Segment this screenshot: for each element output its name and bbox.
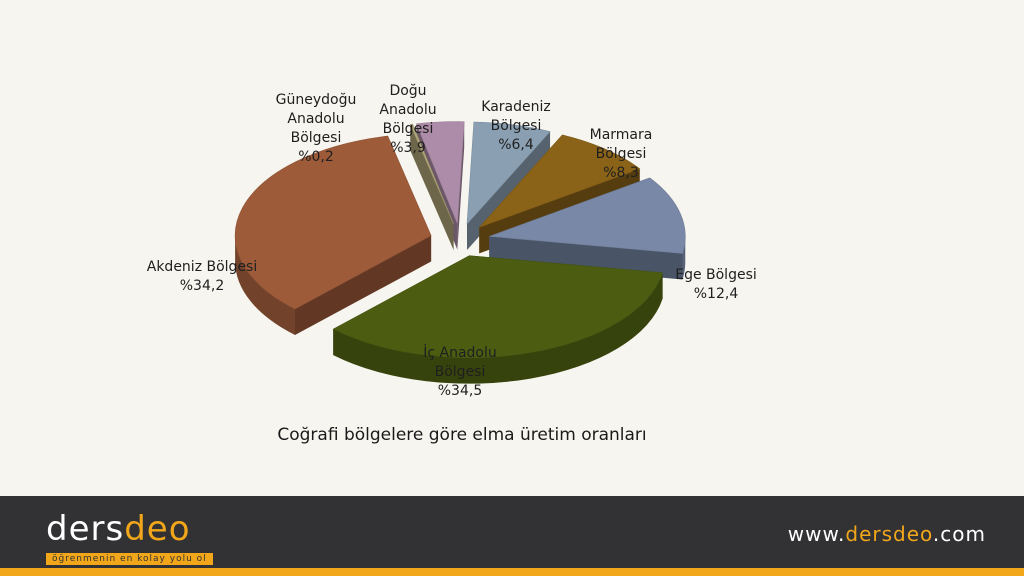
pie-slice-top bbox=[416, 121, 465, 224]
pie-slice bbox=[332, 255, 663, 384]
logo-slogan: öğrenmenin en kolay yolu ol bbox=[46, 553, 213, 565]
pie-slice-wall bbox=[489, 236, 683, 280]
pie-slice-top bbox=[409, 123, 454, 225]
slice-label-line: Anadolu bbox=[287, 111, 344, 127]
slice-label-line: %0,2 bbox=[298, 149, 334, 165]
website-name: dersdeo bbox=[845, 522, 933, 546]
slice-label-line: Marmara bbox=[590, 127, 653, 143]
slice-label-line: İç Anadolu bbox=[423, 343, 497, 361]
pie-slice-top bbox=[332, 255, 663, 358]
pie-slice-top bbox=[466, 121, 551, 225]
pie-slice bbox=[489, 177, 686, 280]
slice-label-line: Bölgesi bbox=[291, 130, 342, 146]
pie-slice-rim bbox=[682, 236, 686, 280]
pie-slice bbox=[409, 123, 454, 250]
slice-label-line: %12,4 bbox=[694, 286, 739, 302]
slice-label-line: Akdeniz Bölgesi bbox=[147, 259, 258, 275]
logo-main-text: ders bbox=[46, 509, 125, 549]
slice-label-line: %34,2 bbox=[180, 278, 224, 294]
slice-label-line: Anadolu bbox=[379, 102, 436, 118]
slice-label: Akdeniz Bölgesi %34,2 bbox=[147, 259, 258, 294]
pie-slices bbox=[234, 121, 686, 384]
slice-label-line: Bölgesi bbox=[435, 364, 486, 380]
website-link[interactable]: www.dersdeo.com bbox=[788, 522, 986, 546]
website-prefix: www. bbox=[787, 522, 846, 546]
slice-label-line: Ege Bölgesi bbox=[675, 267, 757, 283]
slice-label: Ege Bölgesi %12,4 bbox=[675, 267, 757, 302]
slice-label-line: Bölgesi bbox=[491, 118, 542, 134]
pie-slice-wall bbox=[294, 235, 432, 335]
slice-label-line: %34,5 bbox=[438, 383, 482, 399]
slice-label-line: %3,9 bbox=[390, 140, 426, 156]
slice-label-line: Karadeniz bbox=[481, 99, 550, 115]
pie-slice-rim bbox=[235, 235, 295, 335]
slice-label-line: %6,4 bbox=[498, 137, 534, 153]
footer-stripe bbox=[0, 568, 1024, 576]
slice-label-line: Doğu bbox=[389, 83, 426, 99]
slice-label-line: Güneydoğu bbox=[276, 92, 357, 108]
pie-slice-rim bbox=[333, 272, 663, 384]
slice-label-line: Bölgesi bbox=[383, 121, 434, 137]
pie-slice-wall bbox=[412, 124, 454, 250]
pie-slice-wall bbox=[457, 121, 465, 250]
chart-title: Coğrafi bölgelere göre elma üretim oranl… bbox=[277, 425, 646, 445]
pie-slice-top bbox=[489, 177, 686, 254]
logo-accent-text: deo bbox=[124, 509, 191, 549]
website-suffix: .com bbox=[932, 522, 986, 546]
pie-slice bbox=[234, 135, 432, 335]
footer-bar: dersdeo öğrenmenin en kolay yolu ol www.… bbox=[0, 496, 1024, 576]
brand-logo: dersdeo öğrenmenin en kolay yolu ol bbox=[46, 512, 213, 565]
pie-slice-top bbox=[234, 135, 432, 310]
pie-slice-top bbox=[479, 134, 641, 228]
slice-label-line: %8,3 bbox=[603, 165, 639, 181]
slice-label-line: Bölgesi bbox=[596, 146, 647, 162]
